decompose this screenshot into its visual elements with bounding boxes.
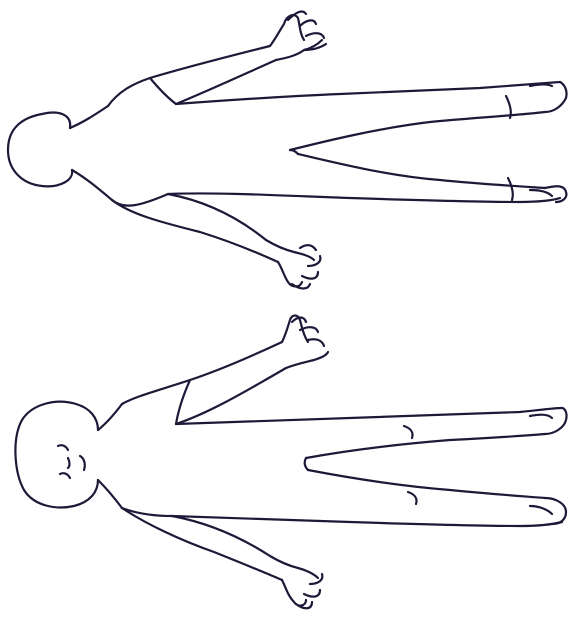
back-leg-lower-inner [298, 154, 545, 188]
front-leg-upper-inner [306, 434, 545, 458]
back-torso-upper [150, 78, 176, 104]
front-arm-lower-inner [172, 516, 270, 556]
back-leg-upper-outer [176, 82, 560, 104]
front-view-figure [15, 316, 566, 609]
front-neck-upper [98, 404, 122, 430]
front-crotch [305, 458, 308, 470]
back-head [8, 113, 72, 187]
credit-line [0, 0, 16, 420]
front-hand-upper [282, 316, 328, 369]
front-leg-lower-inner [308, 470, 545, 498]
back-torso-lower [112, 194, 168, 206]
back-arm-upper-outer [108, 46, 270, 106]
back-arm-lower-inner [168, 194, 266, 240]
back-leg-upper-inner [290, 112, 545, 150]
front-face-nose [68, 458, 70, 468]
front-foot-lower [530, 498, 566, 524]
back-hand-upper [270, 12, 326, 60]
front-knee-lower [408, 492, 417, 504]
front-head [15, 402, 98, 508]
front-torso-upper [176, 380, 190, 424]
front-foot-upper [530, 408, 567, 434]
front-face-eye-top [58, 445, 68, 450]
back-neck-lower [72, 170, 112, 200]
front-leg-upper-outer [176, 408, 562, 424]
front-hand-lower [270, 556, 322, 608]
front-arm-upper-inner [176, 368, 286, 424]
credit-text [2, 0, 16, 420]
front-knee-upper [404, 426, 413, 438]
front-face-eye-bottom [60, 473, 70, 478]
front-arm-upper-outer [122, 342, 282, 404]
back-neck-upper [70, 106, 108, 128]
back-crotch [290, 150, 298, 154]
back-hand-lower [266, 240, 320, 289]
back-leg-lower-outer [168, 193, 560, 202]
front-neck-lower [98, 480, 122, 508]
front-leg-lower-outer [172, 516, 562, 526]
back-view-figure [8, 12, 567, 289]
front-face-mouth [80, 456, 85, 470]
